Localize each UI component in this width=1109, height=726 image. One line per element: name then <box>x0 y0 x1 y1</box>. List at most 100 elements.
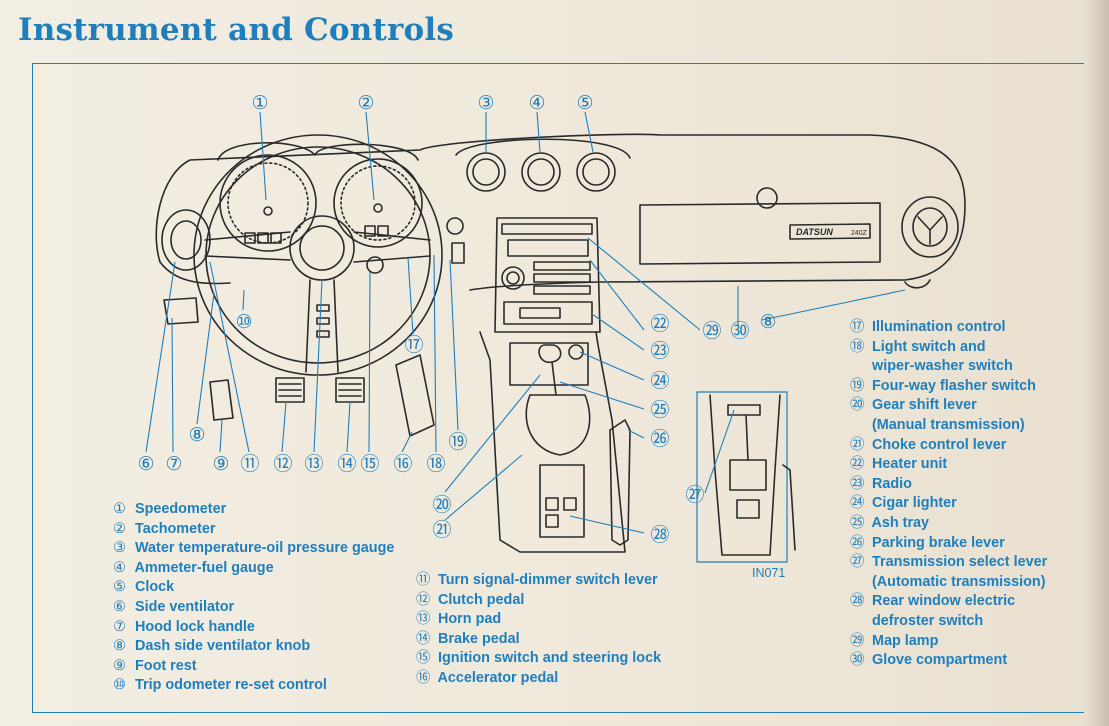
callout-23: ㉓ <box>650 340 669 362</box>
select-lever <box>745 414 749 461</box>
console-switch-panel <box>539 464 585 538</box>
page-edge-shadow <box>1085 0 1109 726</box>
callout-15: ⑮ <box>360 453 379 475</box>
legend-item: ㉑ Choke control lever <box>850 436 1007 453</box>
callout-7: ⑦ <box>165 453 182 475</box>
clutch-pedal <box>275 377 305 403</box>
legend-item: ⑭ Brake pedal <box>416 630 520 647</box>
steering-spoke-right <box>353 231 431 263</box>
legend-item: ㉗ Transmission select lever(Automatic tr… <box>850 554 1048 590</box>
page-title: Instrument and Controls <box>18 12 454 48</box>
legend-item: ② Tachometer <box>113 520 216 537</box>
legend-item: ⑲ Four-way flasher switch <box>850 377 1036 394</box>
callout-5: ⑤ <box>576 92 593 114</box>
inset-frame <box>696 391 788 563</box>
legend-item: ㉓ Radio <box>850 475 912 492</box>
callout-12: ⑫ <box>273 453 292 475</box>
datsun-badge-outline <box>789 223 871 240</box>
legend-item: ① Speedometer <box>113 501 227 517</box>
callout-8-glovebox: ⑧ <box>759 311 776 333</box>
callout-20: ⑳ <box>432 494 451 516</box>
callout-9: ⑨ <box>212 453 229 475</box>
callout-19: ⑲ <box>448 431 467 453</box>
callout-4: ④ <box>528 92 545 114</box>
inset-console <box>709 394 781 556</box>
callout-22: ㉒ <box>650 313 669 335</box>
steering-spoke-bottom <box>305 279 339 373</box>
side-ventilator-right <box>901 196 959 258</box>
legend-item: ⑩ Trip odometer re-set control <box>113 677 327 694</box>
gauge-hood <box>217 142 419 161</box>
foot-rest <box>209 379 234 421</box>
brake-pedal <box>335 377 365 403</box>
legend-item: ③ Water temperature-oil pressure gauge <box>113 540 395 557</box>
datsun-model: 240Z <box>851 230 868 237</box>
legend-right: ⑰ Illumination control ⑱ Light switch an… <box>850 318 1047 671</box>
callout-18: ⑱ <box>426 453 445 475</box>
legend-item: ㉚ Glove compartment <box>850 652 1008 669</box>
callout-10: ⑩ <box>235 311 252 333</box>
legend-item: ㉙ Map lamp <box>850 632 939 649</box>
legend-item: ㉔ Cigar lighter <box>850 495 957 512</box>
accelerator-pedal <box>395 354 435 437</box>
legend-item: ④ Ammeter-fuel gauge <box>113 559 274 576</box>
legend-item: ⑰ Illumination control <box>850 319 1006 335</box>
ammeter-fuel-gauge <box>521 152 561 192</box>
callout-6: ⑥ <box>137 453 154 475</box>
callout-13: ⑬ <box>304 453 323 475</box>
dashboard-outline <box>155 133 966 291</box>
datsun-badge: DATSUN <box>796 227 833 237</box>
callout-29: ㉙ <box>702 320 721 342</box>
dashboard-lower-edge <box>159 261 231 285</box>
center-stack <box>494 217 601 333</box>
legend-item: ㉒ Heater unit <box>850 456 948 473</box>
legend-middle: ⑪ Turn signal-dimmer switch lever ⑫ Clut… <box>416 571 661 689</box>
callout-1: ① <box>251 92 268 114</box>
legend-item: ⑬ Horn pad <box>416 611 502 628</box>
callout-26: ㉖ <box>650 428 669 450</box>
legend-item: ⑪ Turn signal-dimmer switch lever <box>416 572 658 588</box>
legend-item: ㉕ Ash tray <box>850 514 930 531</box>
callout-17: ⑰ <box>404 334 423 356</box>
callout-8: ⑧ <box>188 424 205 446</box>
legend-item: ⑧ Dash side ventilator knob <box>113 638 311 655</box>
callout-14: ⑭ <box>337 453 356 475</box>
legend-item: ⑤ Clock <box>113 579 175 596</box>
legend-item: ⑥ Side ventilator <box>113 598 235 615</box>
legend-item: ⑯ Accelerator pedal <box>416 669 559 686</box>
callout-27: ㉗ <box>685 484 704 506</box>
diagram-code: IN071 <box>752 566 786 580</box>
console-lower <box>479 331 626 553</box>
callout-21: ㉑ <box>432 519 451 541</box>
callout-25: ㉕ <box>650 399 669 421</box>
legend-item: ⑨ Foot rest <box>113 657 197 674</box>
tachometer-gauge <box>333 158 423 248</box>
radio-unit <box>503 301 593 325</box>
callout-16: ⑯ <box>393 453 412 475</box>
legend-item: ⑦ Hood lock handle <box>113 618 255 635</box>
legend-item: ⑮ Ignition switch and steering lock <box>416 650 662 667</box>
legend-item: ㉖ Parking brake lever <box>850 534 1005 551</box>
ignition-switch-shape <box>366 256 384 274</box>
gear-boot <box>525 394 591 456</box>
callout-28: ㉘ <box>650 524 669 546</box>
diagram-frame <box>32 63 1084 713</box>
legend-left: ① Speedometer ② Tachometer ③ Water tempe… <box>113 500 394 696</box>
clock-gauge <box>576 152 616 192</box>
callout-2: ② <box>357 92 374 114</box>
callout-3: ③ <box>477 92 494 114</box>
callout-24: ㉔ <box>650 370 669 392</box>
legend-item: ⑳ Gear shift lever(Manual transmission) <box>850 397 1025 433</box>
water-temp-gauge <box>466 152 506 192</box>
side-ventilator-left <box>161 209 211 271</box>
legend-item: ⑫ Clutch pedal <box>416 591 525 608</box>
gear-shift-knob <box>538 344 562 363</box>
callout-11: ⑪ <box>240 453 259 475</box>
callout-30: ㉚ <box>730 320 749 342</box>
parking-brake-lever <box>609 419 631 546</box>
glove-compartment <box>639 202 881 265</box>
